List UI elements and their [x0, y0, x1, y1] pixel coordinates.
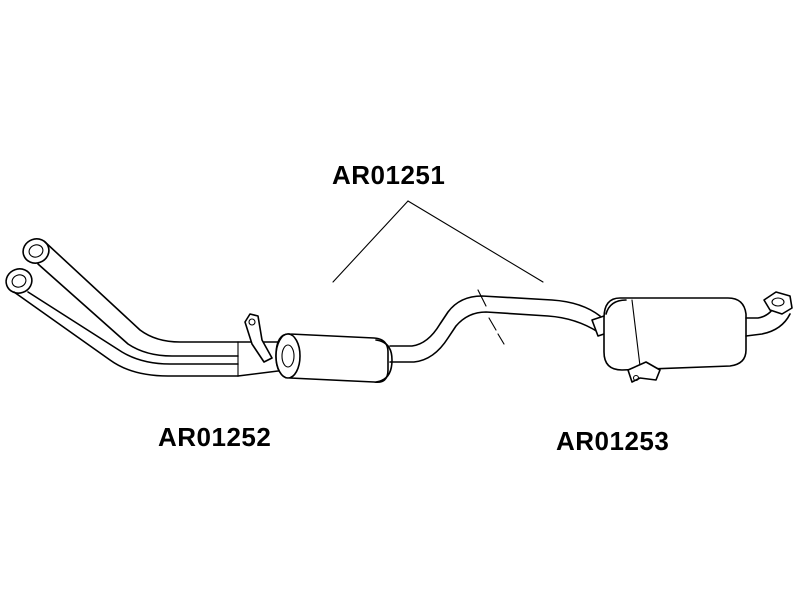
part-label-rear: AR01253 [556, 426, 670, 456]
leader-lines [332, 200, 544, 283]
middle-section-drawing [389, 289, 601, 363]
part-label-center: AR01251 [332, 160, 446, 190]
part-label-front: AR01252 [158, 422, 272, 452]
front-section-drawing [5, 238, 393, 384]
rear-section-drawing [591, 291, 793, 383]
